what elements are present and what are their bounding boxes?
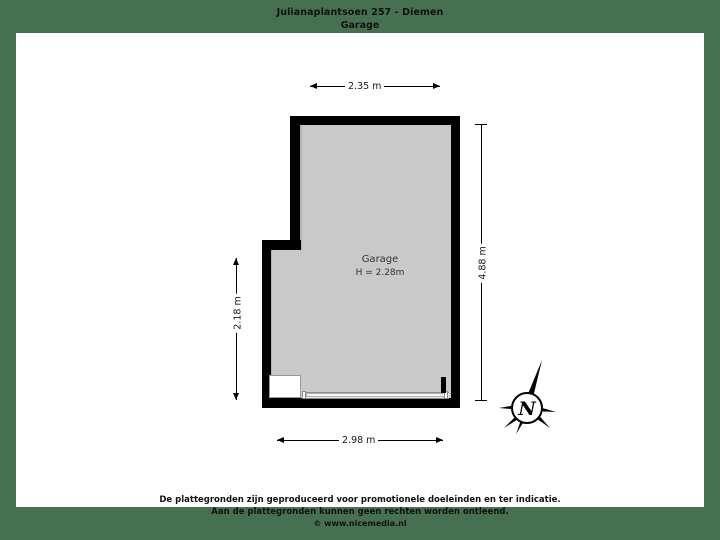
dimension-label-top: 2.35 m — [345, 80, 385, 94]
window-opening — [269, 375, 301, 398]
room-label: Garage H = 2.28m — [300, 253, 460, 280]
dimension-label-bottom: 2.98 m — [339, 434, 379, 448]
footer-disclaimer: De plattegronden zijn geproduceerd voor … — [0, 495, 720, 530]
garage-door-panel — [306, 393, 446, 397]
floor-inner-shadow-left — [300, 118, 302, 250]
compass-north-label: N — [517, 398, 536, 420]
wall-bottom — [262, 398, 460, 408]
dimension-arrow-bottom-right — [436, 437, 443, 443]
room-name: Garage — [361, 254, 399, 265]
dimension-arrow-top-right — [433, 83, 440, 89]
wall-right — [451, 116, 460, 408]
garage-door-jamb-right — [444, 391, 448, 399]
dimension-arrow-top-left — [310, 83, 317, 89]
footer-line-2: Aan de plattegronden kunnen geen rechten… — [211, 506, 509, 517]
dimension-cap-right-bottom — [475, 400, 487, 401]
footer-line-1: De plattegronden zijn geproduceerd voor … — [159, 495, 561, 505]
compass-rose-icon: N — [499, 360, 556, 434]
floor-area-notch — [270, 250, 301, 398]
title-block: Julianaplantsoen 257 - Diemen Garage — [0, 6, 720, 32]
wall-top — [290, 116, 460, 125]
dimension-cap-right-top — [475, 124, 487, 125]
dimension-arrow-bottom-left — [277, 437, 284, 443]
page-title: Julianaplantsoen 257 - Diemen — [276, 7, 444, 18]
room-ceiling-height: H = 2.28m — [355, 268, 405, 278]
floor-inner-shadow-notch-left — [270, 250, 272, 398]
footer-copyright: © www.nicemedia.nl — [313, 519, 407, 528]
wall-return-right — [441, 377, 446, 393]
compass-rose: N — [498, 358, 560, 436]
dimension-label-left: 2.18 m — [231, 293, 246, 333]
dimension-arrow-left-bottom — [233, 393, 239, 400]
wall-left-lower — [262, 240, 271, 408]
dimension-arrow-left-top — [233, 258, 239, 265]
wall-left-upper — [290, 116, 300, 242]
garage-door-jamb-left — [302, 391, 306, 399]
dimension-label-right: 4.88 m — [476, 243, 491, 283]
floor-area-main — [300, 118, 452, 398]
page-subtitle: Garage — [340, 20, 380, 31]
wall-step-horizontal — [262, 240, 301, 250]
